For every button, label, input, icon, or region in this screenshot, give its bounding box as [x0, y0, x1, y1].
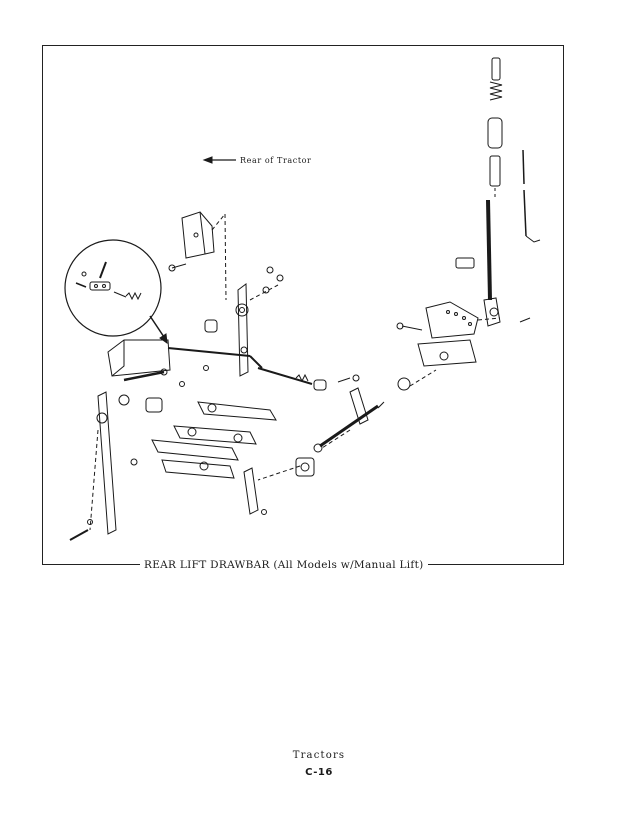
inset-detail-circle	[64, 239, 168, 345]
center-lift-arm	[204, 266, 284, 377]
adjusting-rod	[257, 367, 360, 391]
diagram-caption: REAR LIFT DRAWBAR (All Models w/Manual L…	[140, 559, 428, 571]
rear-direction-arrow	[202, 156, 236, 164]
direction-label: Rear of Tractor	[240, 156, 312, 165]
top-mounting-bracket	[168, 211, 227, 301]
right-cross-shaft	[243, 377, 411, 515]
quadrant-and-hand-lever	[396, 199, 531, 367]
left-lift-link	[69, 391, 138, 541]
left-bracket-shaft	[107, 339, 263, 406]
footer-section-title: Tractors	[292, 750, 346, 761]
assembly-lines	[257, 317, 501, 481]
drawbar-links	[145, 365, 277, 479]
page-number: C-16	[305, 767, 333, 778]
latch-release-rod	[522, 149, 541, 243]
exploded-parts-diagram	[64, 57, 541, 541]
lever-grip-column	[487, 57, 503, 200]
